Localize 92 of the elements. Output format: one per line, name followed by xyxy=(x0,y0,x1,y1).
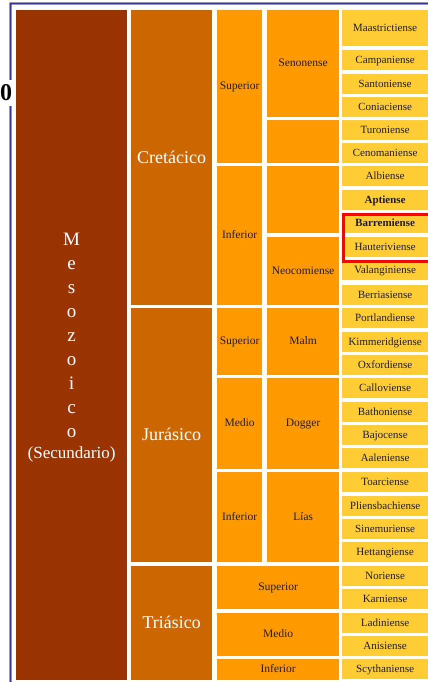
stage-name: Berriasiense xyxy=(358,288,412,302)
period-box xyxy=(131,308,212,562)
stage-name: Sinemuriense xyxy=(355,522,415,536)
sub-name: Senonense xyxy=(278,57,328,70)
stage-box xyxy=(342,190,428,210)
epoch-box xyxy=(217,378,262,469)
epoch-name: Medio xyxy=(262,628,294,641)
stage-box xyxy=(342,566,428,586)
period-name: Cretácico xyxy=(137,148,206,168)
epoch-name: Inferior xyxy=(222,229,258,242)
stage-name: Aaleniense xyxy=(360,452,410,464)
sub-name: Neocomiense xyxy=(272,264,334,278)
period-name: Jurásico xyxy=(142,425,201,445)
stage-box xyxy=(342,472,428,492)
stage-box xyxy=(342,425,428,445)
stage-name: Oxfordiense xyxy=(358,358,412,372)
epoch-box xyxy=(217,166,262,305)
epoch-box xyxy=(217,613,339,656)
stage-box xyxy=(342,355,428,375)
stage-name: Calloviense xyxy=(359,382,411,394)
stage-box xyxy=(342,519,428,539)
stage-box xyxy=(342,10,428,46)
stage-name: Santoniense xyxy=(358,78,412,90)
stage-box xyxy=(342,97,428,117)
stage-name: Toarciense xyxy=(361,476,409,488)
era-name: (Secundario) xyxy=(28,444,116,462)
stage-name: Scythaniense xyxy=(356,662,414,676)
epoch-box xyxy=(217,566,339,609)
epoch-name: Superior xyxy=(220,335,260,348)
stage-name: Bajocense xyxy=(362,428,408,442)
stage-name: Kimmeridgiense xyxy=(348,336,422,348)
stage-name: Ladiniense xyxy=(360,616,410,630)
stage-box xyxy=(342,120,428,140)
stage-name: Campaniense xyxy=(355,54,415,66)
epoch-name: Inferior xyxy=(222,510,258,524)
epoch-box xyxy=(217,10,262,163)
stage-box xyxy=(342,285,428,305)
stage-box xyxy=(342,402,428,422)
empty-box xyxy=(267,120,339,163)
epoch-name: Superior xyxy=(220,80,260,93)
empty-box xyxy=(267,166,339,233)
stage-name: Hettangiense xyxy=(356,546,414,558)
epoch-name: Medio xyxy=(224,417,255,430)
stage-box xyxy=(342,659,428,679)
subseries-box xyxy=(267,10,339,117)
sub-name: Malm xyxy=(289,335,317,348)
stage-box xyxy=(342,378,428,398)
stage-box xyxy=(342,143,428,163)
sub-name: Lías xyxy=(293,510,313,524)
stage-box xyxy=(342,613,428,633)
era-box xyxy=(16,10,127,680)
epoch-box xyxy=(217,472,262,562)
stage-name: Anisiense xyxy=(363,640,407,652)
stage-box xyxy=(342,542,428,562)
sub-name: Dogger xyxy=(286,417,320,430)
axis-number: 0 xyxy=(0,80,12,106)
stage-box xyxy=(342,50,428,70)
stage-name: Cenomaniense xyxy=(352,146,418,160)
stage-name: Bathoniense xyxy=(358,406,412,418)
stage-name: Barremiense xyxy=(355,216,415,230)
period-box xyxy=(131,566,212,680)
period-name: Triásico xyxy=(142,613,201,633)
epoch-name: Inferior xyxy=(260,663,296,676)
subseries-box xyxy=(267,472,339,562)
stage-name: Albiense xyxy=(365,170,405,182)
stage-name: Pliensbachiense xyxy=(350,500,420,512)
era-name: Mesozoico xyxy=(63,228,80,444)
stage-box xyxy=(342,589,428,609)
epoch-box xyxy=(217,308,262,375)
stage-box xyxy=(342,636,428,656)
stage-name: Hauteriviense xyxy=(354,240,416,254)
subseries-box xyxy=(267,237,339,305)
stage-box xyxy=(342,448,428,468)
stage-name: Portlandiense xyxy=(355,312,415,324)
stage-name: Karniense xyxy=(362,592,408,606)
stage-box xyxy=(342,496,428,516)
epoch-box xyxy=(217,659,339,680)
stage-box xyxy=(342,237,428,257)
stage-name: Coniaciense xyxy=(358,100,412,114)
stage-name: Aptiense xyxy=(364,194,406,206)
stage-box xyxy=(342,166,428,186)
epoch-name: Superior xyxy=(258,581,298,594)
stage-box xyxy=(342,308,428,328)
stage-name: Noriense xyxy=(365,570,405,582)
period-box xyxy=(131,10,212,305)
subseries-box xyxy=(267,308,339,375)
stage-box xyxy=(342,332,428,352)
stage-name: Valanginiense xyxy=(354,264,416,276)
stage-name: Turoniense xyxy=(360,124,410,136)
stage-name: Maastrictiense xyxy=(352,22,418,34)
stage-box xyxy=(342,74,428,94)
subseries-box xyxy=(267,378,339,469)
